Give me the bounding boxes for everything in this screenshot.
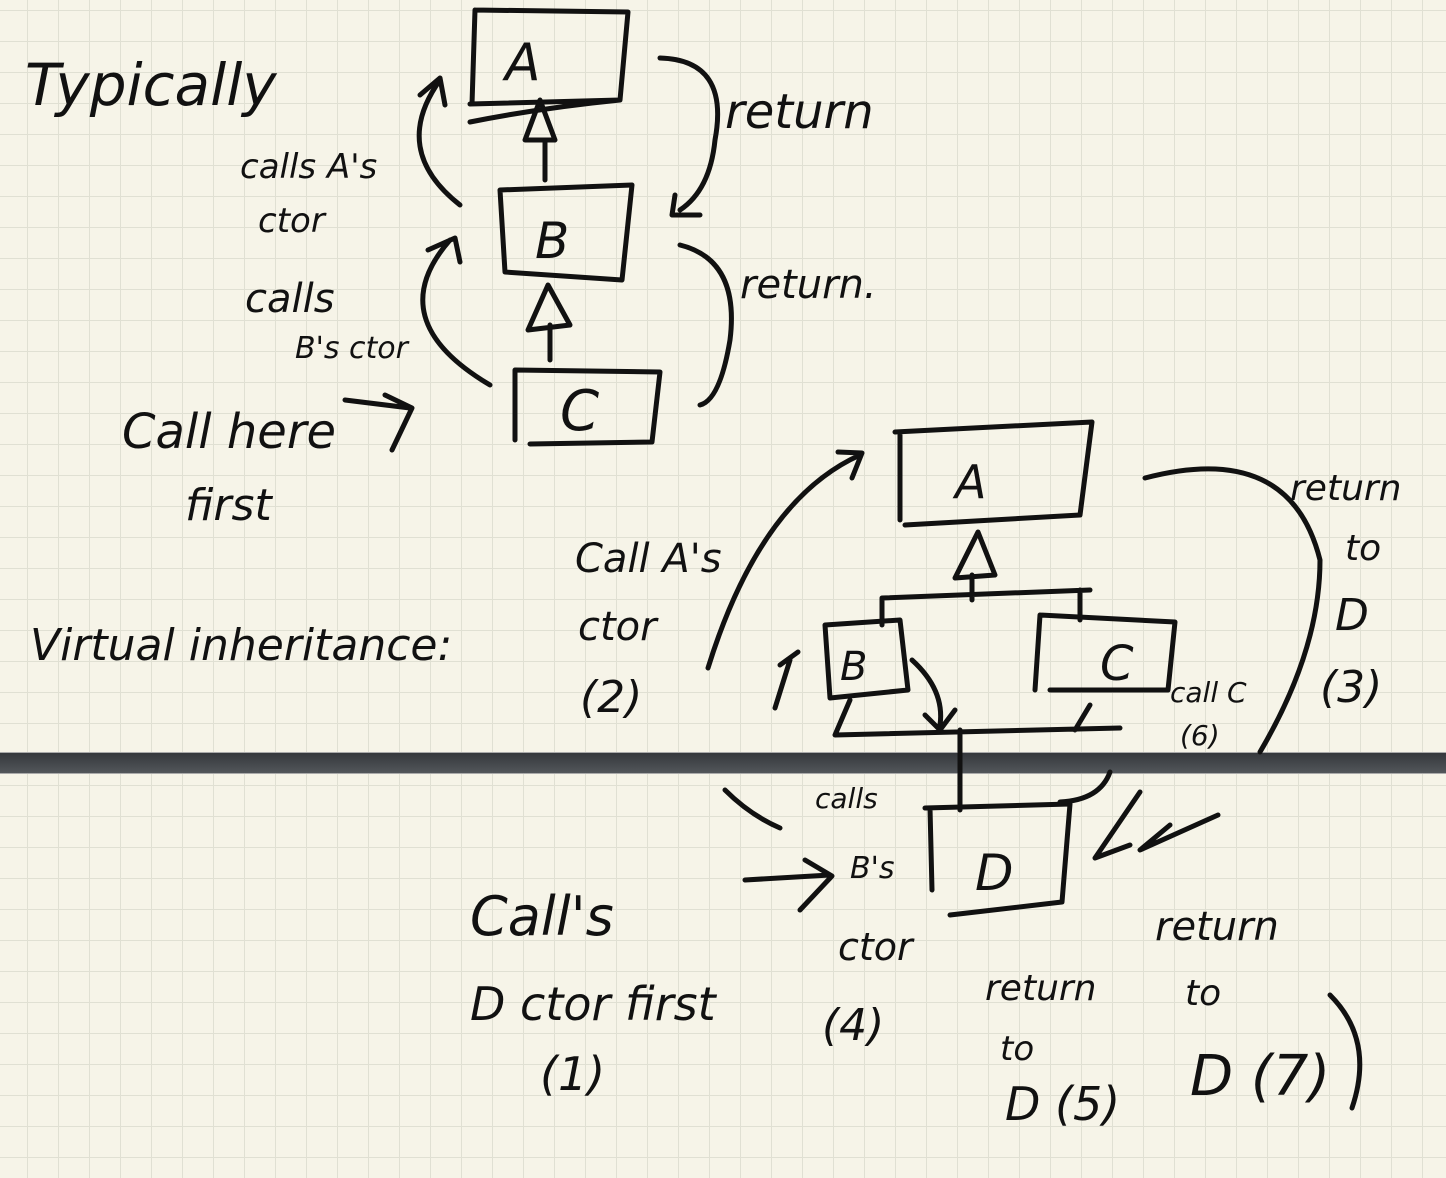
arrow-call-c [1057, 769, 1221, 861]
label-return-d3-4: (3) [1320, 662, 1382, 713]
heading-virtual-inheritance: Virtual inheritance: [30, 620, 452, 671]
label-calls-a-1: calls A's [240, 147, 377, 187]
label-calls-b-4: (4) [822, 1000, 884, 1051]
label-calls-b-1: calls [815, 782, 878, 815]
label-call-c-1: call C [1170, 676, 1247, 709]
inherit-arrow-d-bc [832, 697, 1123, 813]
label-return2: return. [740, 262, 877, 308]
label-call-a-3: (2) [580, 672, 642, 723]
divider-bar [0, 752, 1446, 774]
arrow-calls-a [416, 75, 463, 208]
label-return-d7-1: return [1155, 904, 1279, 950]
box-d [922, 801, 1073, 918]
label-calls-b-2: B's [850, 851, 894, 886]
box-a-top [467, 7, 631, 125]
label-return-d5-2: to [1000, 1029, 1034, 1069]
inherit-arrow-bc-a [879, 529, 1093, 628]
arrow-return-d3 [1142, 466, 1323, 755]
label-return1: return [725, 84, 874, 140]
label-return-d3-2: to [1345, 528, 1381, 569]
box-a-bottom-label: A [952, 455, 986, 509]
label-return-d7-3: D (7) [1190, 1044, 1330, 1109]
label-return-d5-3: D (5) [1005, 1077, 1120, 1131]
label-calls-b-3: ctor [838, 925, 915, 969]
label-return-d3-1: return [1290, 468, 1402, 509]
label-return-d5-1: return [985, 968, 1097, 1009]
label-return-d7-2: to [1185, 973, 1221, 1014]
label-call-a-2: ctor [578, 604, 659, 650]
arrow-calls-b [420, 235, 493, 388]
label-calls-b-2: B's ctor [295, 331, 410, 366]
label-call-a-1: Call A's [575, 536, 722, 582]
box-a-label: A [502, 33, 541, 93]
arrow-small [722, 649, 801, 831]
box-b-top [497, 182, 635, 283]
label-calls-d-3: (1) [540, 1047, 605, 1101]
label-call-here: Call here [122, 404, 336, 460]
box-c-bottom [1032, 612, 1178, 693]
box-c-bottom-label: C [1100, 636, 1134, 692]
arrow-call-here [342, 392, 415, 453]
box-b-label: B [535, 212, 569, 270]
arrow-return1 [657, 55, 721, 218]
label-calls-a-2: ctor [258, 201, 327, 241]
box-a-bottom [892, 419, 1095, 528]
box-c-label: C [560, 379, 599, 444]
arrow-call-a [705, 449, 865, 671]
inherit-arrow-c-b [525, 282, 573, 363]
label-call-c-2: (6) [1180, 719, 1220, 752]
box-b-bottom [822, 617, 911, 701]
inherit-arrow-b-a [522, 97, 558, 183]
arrow-calls-b [742, 857, 835, 913]
box-b-bottom-label: B [840, 644, 867, 690]
label-calls-b-1: calls [245, 276, 335, 322]
arrow-return2 [677, 242, 734, 408]
heading-typically: Typically [25, 51, 277, 119]
label-first: first [185, 480, 273, 531]
box-d-label: D [975, 844, 1014, 902]
label-return-d3-3: D [1335, 590, 1369, 641]
arrow-b-to-d [909, 657, 958, 733]
label-calls-d-2: D ctor first [470, 977, 718, 1031]
box-c-top [512, 367, 663, 447]
label-calls-d-1: Call's [470, 885, 614, 948]
arrow-return-d7 [1327, 992, 1363, 1111]
